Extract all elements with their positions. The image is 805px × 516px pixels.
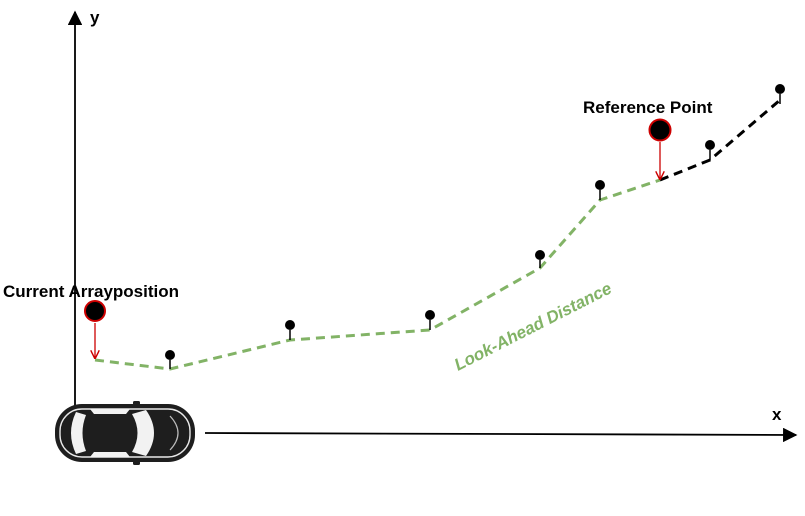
x-axis: [204, 427, 798, 443]
map-pin-icon: [285, 320, 295, 340]
current-position-label: Current Arrayposition: [3, 282, 179, 301]
look-ahead-label: Look-Ahead Distance: [451, 279, 614, 375]
map-pin-icon: [705, 140, 715, 160]
map-pin-icon: [425, 310, 435, 330]
map-pin-icon: [595, 180, 605, 200]
current-position-dot: [84, 300, 106, 322]
x-axis-label: x: [772, 405, 782, 424]
reference-point-dot: [648, 118, 672, 142]
axes: y x: [67, 8, 798, 443]
map-pin-icon: [535, 250, 545, 268]
waypoints: [165, 84, 785, 369]
map-pin-icon: [775, 84, 785, 104]
y-axis-label: y: [90, 8, 100, 27]
map-pin-icon: [165, 350, 175, 369]
current-position-marker: Current Arrayposition: [3, 282, 179, 358]
reference-point-label: Reference Point: [583, 98, 713, 117]
look-ahead-path: [94, 178, 661, 371]
reference-point-marker: Reference Point: [583, 98, 713, 179]
car-icon: [55, 401, 195, 465]
path: [94, 98, 781, 371]
